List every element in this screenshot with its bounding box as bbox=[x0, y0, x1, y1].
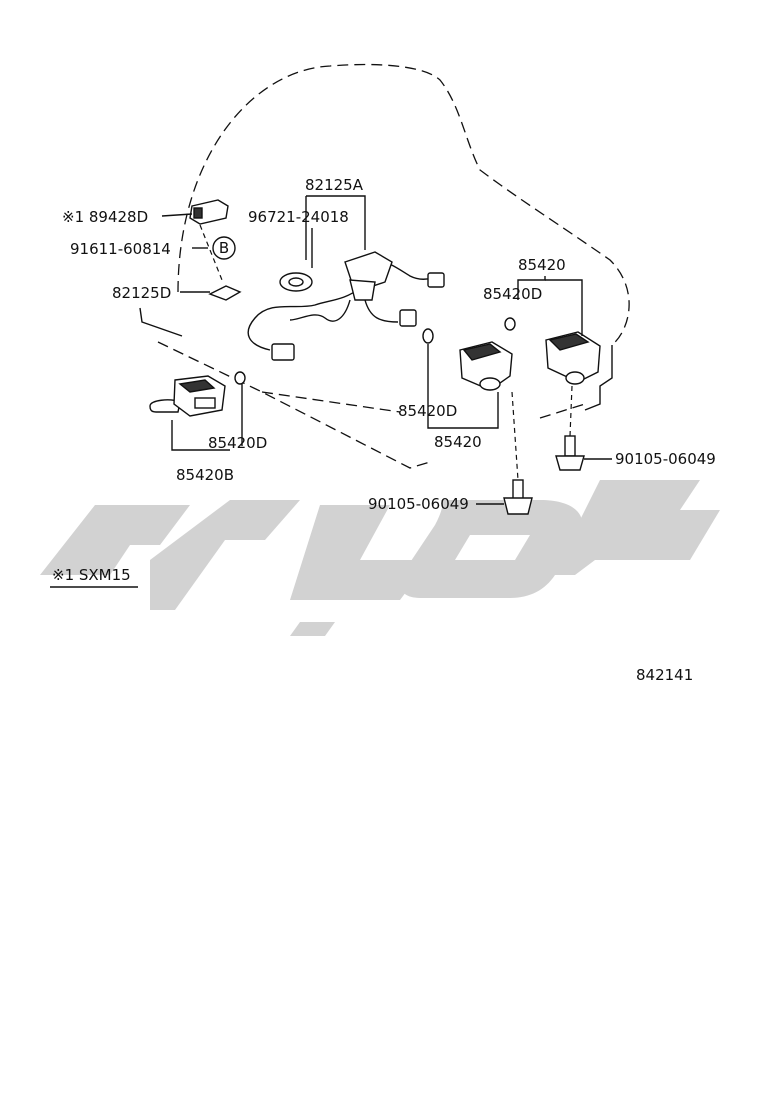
label-85420D-mid: 85420D bbox=[398, 402, 457, 420]
wire-harness-82125A bbox=[247, 251, 445, 361]
label-82125A: 82125A bbox=[305, 176, 364, 194]
bolt-right-icon bbox=[555, 435, 585, 471]
clip-b-label: B bbox=[219, 239, 229, 257]
illustration-number: 842141 bbox=[636, 666, 693, 684]
label-bolt-right: 90105-06049 bbox=[615, 450, 716, 468]
housing-right-edge bbox=[539, 403, 586, 419]
o-ring-right bbox=[504, 317, 516, 331]
o-ring-mid bbox=[422, 328, 434, 344]
watermark-logo bbox=[40, 480, 720, 636]
label-bolt-mid: 90105-06049 bbox=[368, 495, 469, 513]
leader-85420-top bbox=[517, 276, 546, 300]
sensor-85420-middle bbox=[459, 341, 513, 391]
bolt-middle-icon bbox=[503, 479, 533, 515]
o-ring-left bbox=[234, 371, 246, 385]
sensor-85420-right bbox=[545, 331, 601, 385]
housing-lower-edge bbox=[157, 341, 431, 469]
label-85420D-left: 85420D bbox=[208, 434, 267, 452]
footnote-text: ※1 SXM15 bbox=[52, 566, 131, 584]
bracket-edge-right bbox=[584, 345, 613, 411]
bracket-edge-left bbox=[139, 307, 183, 337]
label-85420B: 85420B bbox=[176, 466, 234, 484]
leader-85420B bbox=[171, 420, 230, 451]
grommet-icon bbox=[279, 272, 313, 292]
clip-b-icon bbox=[212, 236, 236, 260]
label-96721-24018: 96721-24018 bbox=[248, 208, 349, 226]
label-82125D: 82125D bbox=[112, 284, 171, 302]
label-91611-60814: 91611-60814 bbox=[70, 240, 171, 258]
leader-85420-top-b bbox=[545, 279, 583, 336]
sensor-85420B bbox=[149, 375, 226, 417]
label-89428D: ※1 89428D bbox=[62, 208, 148, 226]
harness-clip-82125D bbox=[208, 285, 242, 301]
speed-sensor-89428D bbox=[189, 199, 229, 225]
leader-85420D-mid-dash bbox=[261, 391, 401, 413]
label-85420D-top: 85420D bbox=[483, 285, 542, 303]
label-85420-top: 85420 bbox=[518, 256, 566, 274]
housing-outline bbox=[177, 63, 630, 346]
leader-82125A-b bbox=[306, 195, 366, 250]
leader-85420-mid bbox=[427, 344, 499, 429]
label-85420-mid: 85420 bbox=[434, 433, 482, 451]
